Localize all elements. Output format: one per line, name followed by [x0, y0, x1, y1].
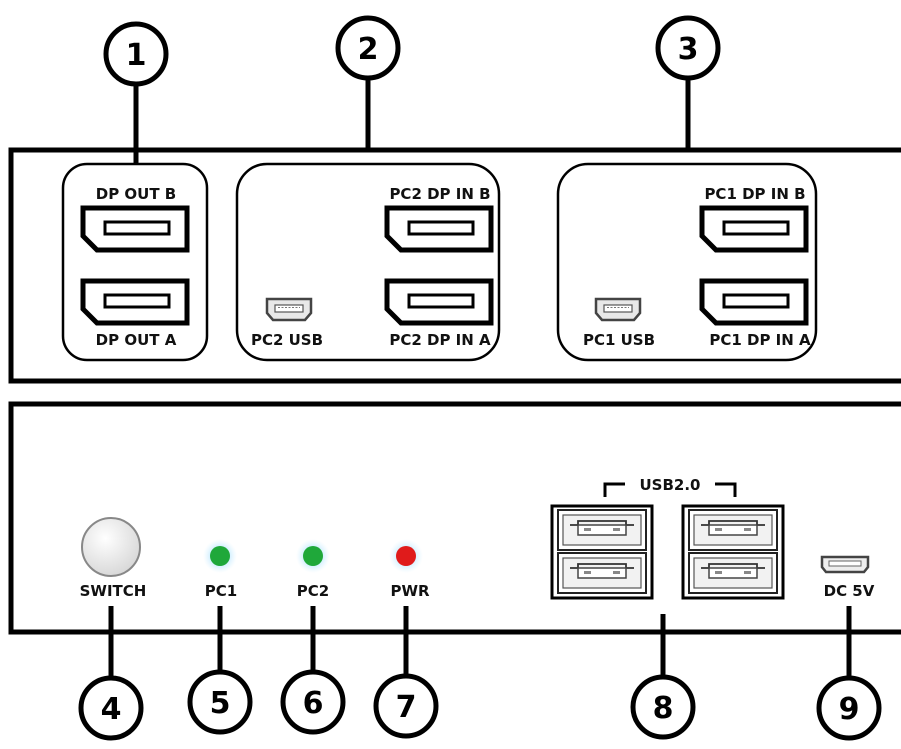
pwr-led [389, 539, 423, 573]
front-panel-outline [8, 401, 901, 635]
pwr-led-icon [396, 546, 416, 566]
pc1-mini-usb-icon [594, 297, 642, 322]
pc1-dp-in-a-port-icon [702, 281, 806, 323]
callout-4: 4 [78, 675, 144, 741]
svg-text:5: 5 [210, 686, 231, 721]
svg-text:3: 3 [678, 32, 699, 67]
svg-text:7: 7 [396, 690, 417, 725]
svg-text:1: 1 [126, 38, 147, 73]
usb2-header-label: USB2.0 [640, 476, 701, 494]
svg-text:6: 6 [303, 686, 324, 721]
usb-a-port-icon [688, 552, 778, 594]
pc2-dp-in-a-port-icon [387, 281, 491, 323]
dp-out-b-port-icon [83, 208, 187, 250]
callout-5: 5 [187, 669, 253, 735]
pc2-dp-in-b-label: PC2 DP IN B [389, 185, 490, 203]
usb-a-port-icon [688, 509, 778, 551]
usb-a-stack-left [550, 504, 654, 600]
dp-out-b-label: DP OUT B [96, 185, 177, 203]
dp-out-a-label: DP OUT A [96, 331, 177, 349]
pc1-dp-in-b-port-icon [702, 208, 806, 250]
svg-text:2: 2 [358, 32, 379, 67]
callout-9: 9 [816, 675, 882, 741]
pc1-led-icon [210, 546, 230, 566]
pc2-dp-in-b-port-icon [387, 208, 491, 250]
dp-out-a-port-icon [83, 281, 187, 323]
pc2-dp-in-a-label: PC2 DP IN A [389, 331, 491, 349]
switch-label: SWITCH [80, 582, 147, 600]
pc2-mini-usb-icon [265, 297, 313, 322]
pc1-dp-in-b-label: PC1 DP IN B [704, 185, 805, 203]
pc1-led [203, 539, 237, 573]
pc2-led-icon [303, 546, 323, 566]
callout-6: 6 [280, 669, 346, 735]
dc-5v-label: DC 5V [824, 582, 875, 600]
pc1-dp-in-a-label: PC1 DP IN A [709, 331, 811, 349]
pwr-led-label: PWR [390, 582, 430, 600]
callout-2: 2 [335, 15, 401, 81]
switch-push-button-icon [81, 517, 141, 577]
pc1-led-label: PC1 [205, 582, 237, 600]
dc-jack-icon [820, 555, 870, 574]
svg-text:4: 4 [101, 692, 122, 727]
callout-7: 7 [373, 673, 439, 739]
svg-text:9: 9 [839, 692, 860, 727]
pc1-usb-label: PC1 USB [583, 331, 655, 349]
rear-panel-outline [8, 147, 901, 384]
usb-header-bracket [603, 482, 737, 497]
usb-a-stack-right [681, 504, 785, 600]
pc2-led-label: PC2 [297, 582, 329, 600]
callout-3: 3 [655, 15, 721, 81]
callout-1: 1 [103, 21, 169, 87]
callout-8: 8 [630, 674, 696, 740]
usb-a-port-icon [557, 552, 647, 594]
usb-a-port-icon [557, 509, 647, 551]
svg-text:8: 8 [653, 691, 674, 726]
pc2-led [296, 539, 330, 573]
pc2-usb-label: PC2 USB [251, 331, 323, 349]
